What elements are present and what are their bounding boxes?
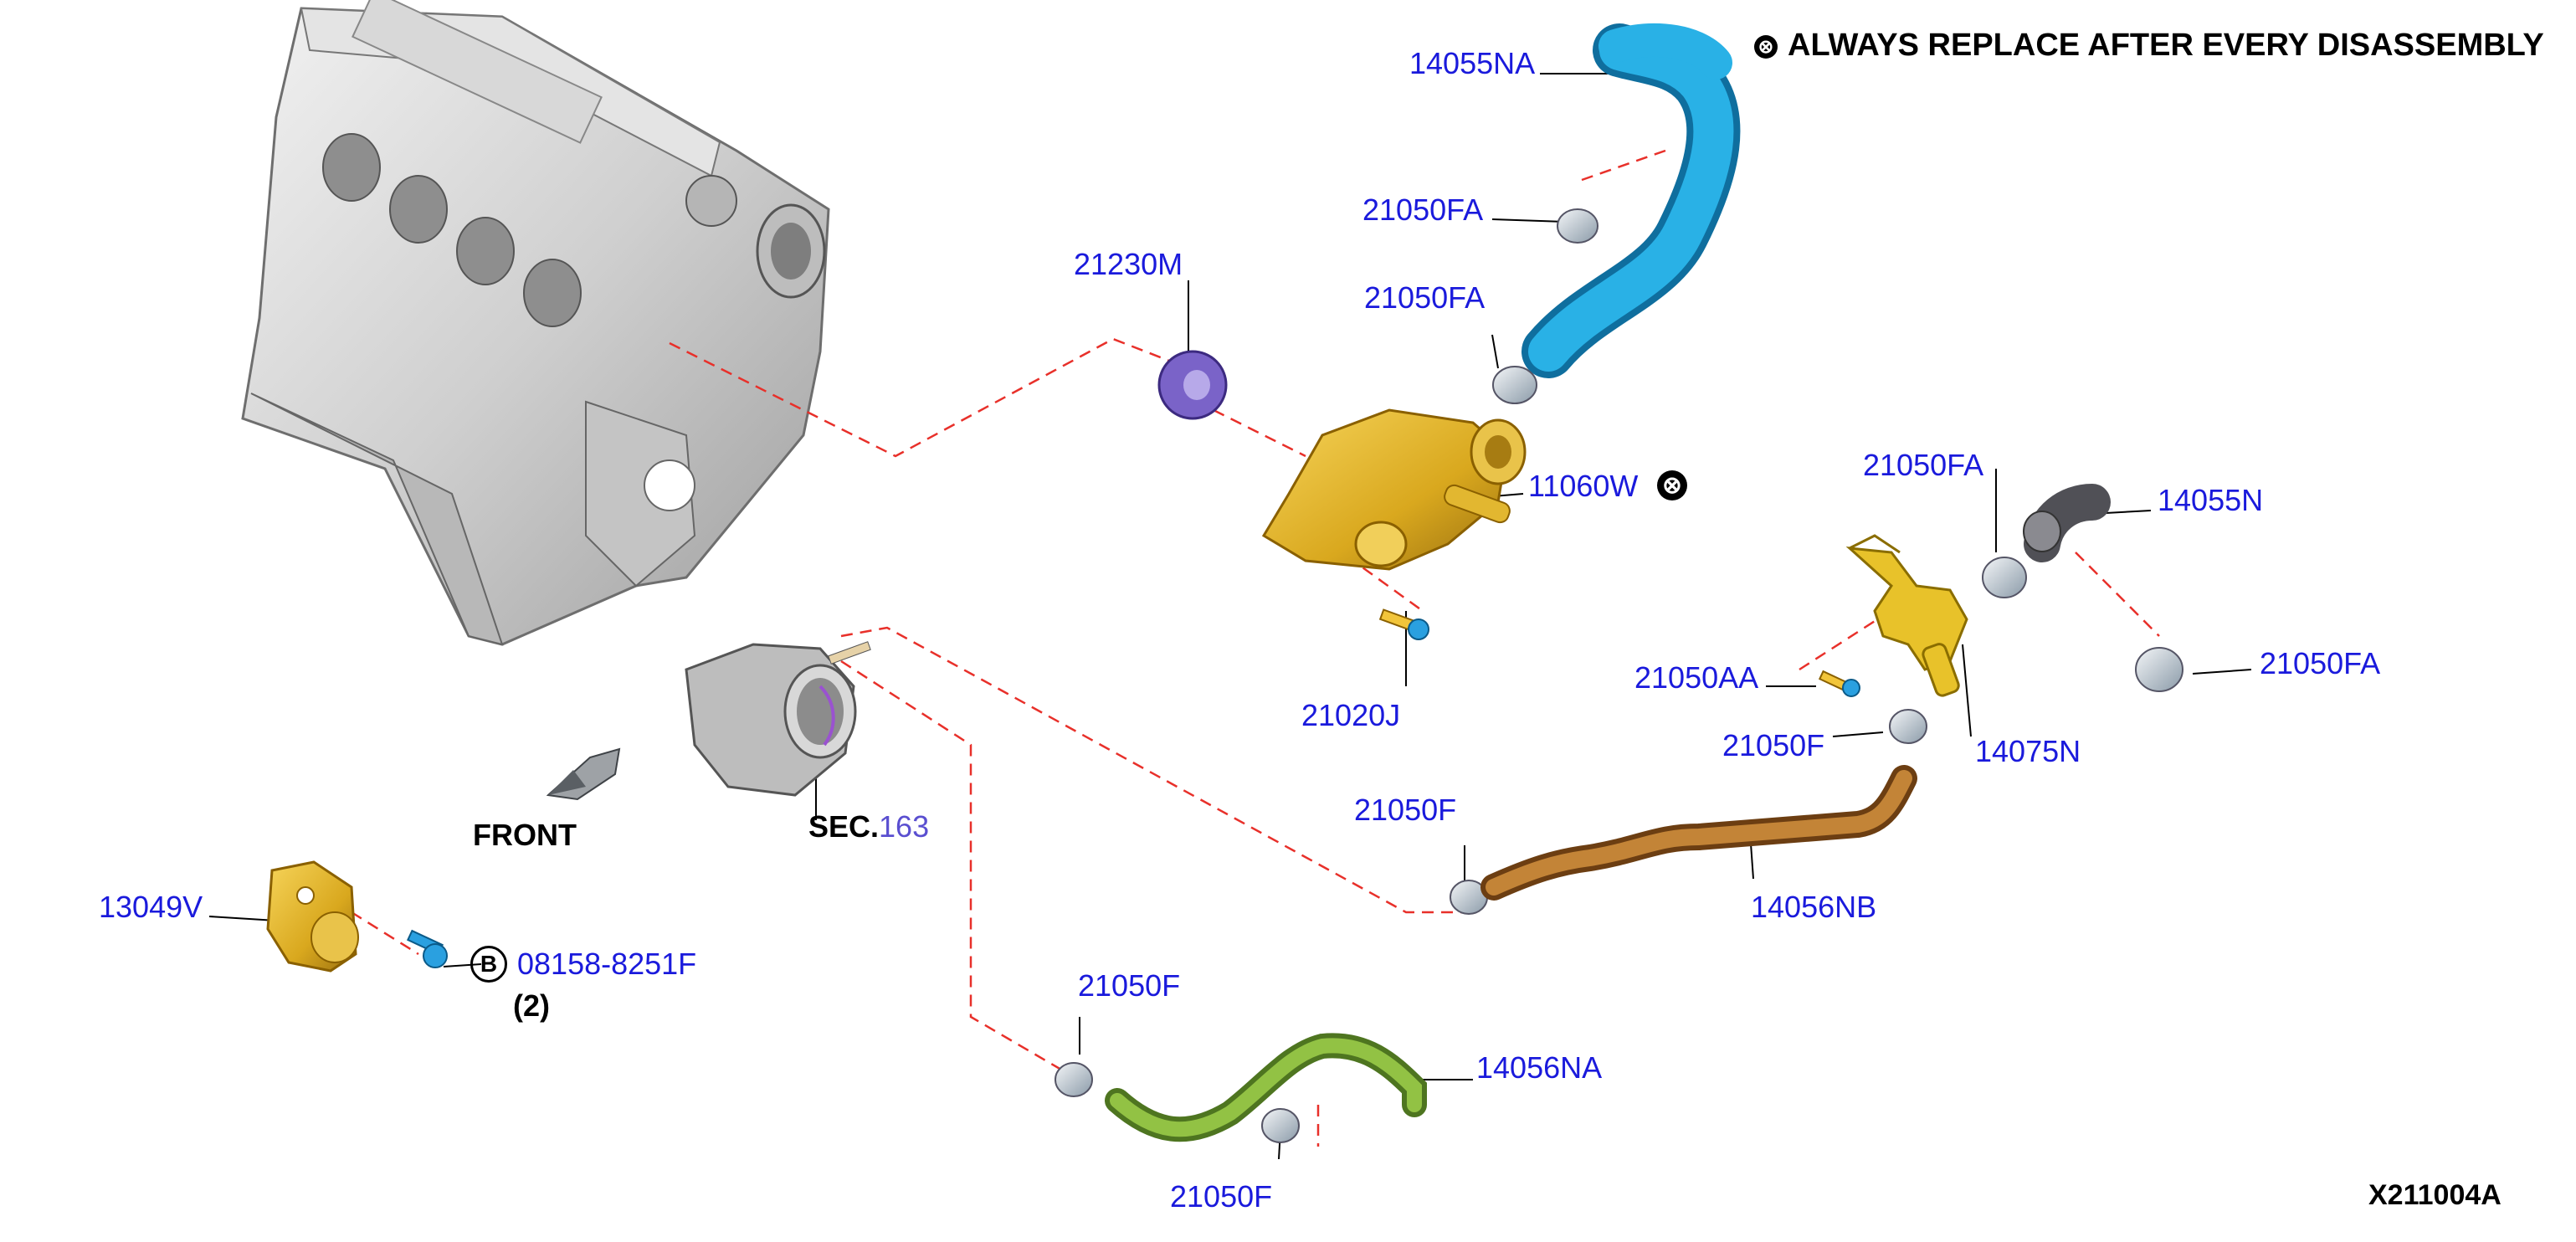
part-label-21050FA-mid[interactable]: 21050FA [1364, 280, 1486, 315]
bolt-icon [1378, 608, 1429, 640]
bracket-13049V [266, 860, 359, 973]
part-label-21050F-c[interactable]: 21050F [1078, 968, 1181, 1003]
replace-mark-icon: ⊗ [1657, 470, 1687, 500]
part-label-21050AA[interactable]: 21050AA [1634, 660, 1759, 695]
section-ref-number[interactable]: 163 [879, 809, 930, 844]
water-hose-14056NB [1480, 765, 1917, 901]
part-label-13049V[interactable]: 13049V [99, 890, 203, 924]
part-label-14056NB[interactable]: 14056NB [1751, 890, 1877, 924]
front-arrow-icon [546, 747, 621, 801]
replace-note: ⊗ ALWAYS REPLACE AFTER EVERY DISASSEMBLY [1754, 28, 2544, 62]
hose-clamp-icon [1055, 208, 2183, 1143]
section-ref-prefix: SEC. [808, 809, 880, 844]
part-label-14056NA[interactable]: 14056NA [1476, 1050, 1603, 1085]
part-label-14055N[interactable]: 14055N [2158, 483, 2264, 517]
throttle-body [685, 641, 871, 797]
front-label: FRONT [473, 818, 577, 852]
fastener-qty: (2) [513, 988, 550, 1023]
part-label-08158-8251F[interactable]: 08158-8251F [517, 947, 697, 981]
part-label-21050FA-top[interactable]: 21050FA [1362, 192, 1484, 227]
water-hose-14056NA [1105, 1033, 1427, 1142]
part-label-21230M[interactable]: 21230M [1074, 247, 1183, 281]
bolt-08158-8251F-icon [407, 929, 448, 968]
part-label-14055NA[interactable]: 14055NA [1409, 46, 1536, 80]
part-label-11060W[interactable]: 11060W [1528, 469, 1639, 503]
water-pipe-14075N [1845, 534, 1968, 697]
water-outlet-11060W [1261, 408, 1527, 571]
part-label-21050FA-right[interactable]: 21050FA [1863, 448, 1984, 482]
section-ref[interactable]: SEC.163 [808, 812, 929, 842]
engine-block [241, 0, 830, 646]
part-label-21050F-d[interactable]: 21050F [1170, 1179, 1273, 1214]
hose-14055N [2023, 484, 2111, 562]
part-label-21050F-a[interactable]: 21050F [1722, 728, 1825, 762]
part-label-21050F-b[interactable]: 21050F [1354, 793, 1457, 827]
gasket-21230M [1157, 350, 1228, 420]
part-label-14075N[interactable]: 14075N [1975, 734, 2081, 768]
fastener-circle-b: B [470, 946, 507, 983]
replace-mark-icon: ⊗ [1754, 34, 1778, 59]
bolt-21050AA-icon [1818, 670, 1860, 697]
part-label-21050FA-far[interactable]: 21050FA [2260, 646, 2381, 680]
diagram-code: X211004A [2368, 1179, 2502, 1211]
replace-note-text: ALWAYS REPLACE AFTER EVERY DISASSEMBLY [1788, 28, 2544, 63]
upper-hose-14055NA [1521, 23, 1741, 378]
part-label-21020J[interactable]: 21020J [1301, 698, 1401, 732]
